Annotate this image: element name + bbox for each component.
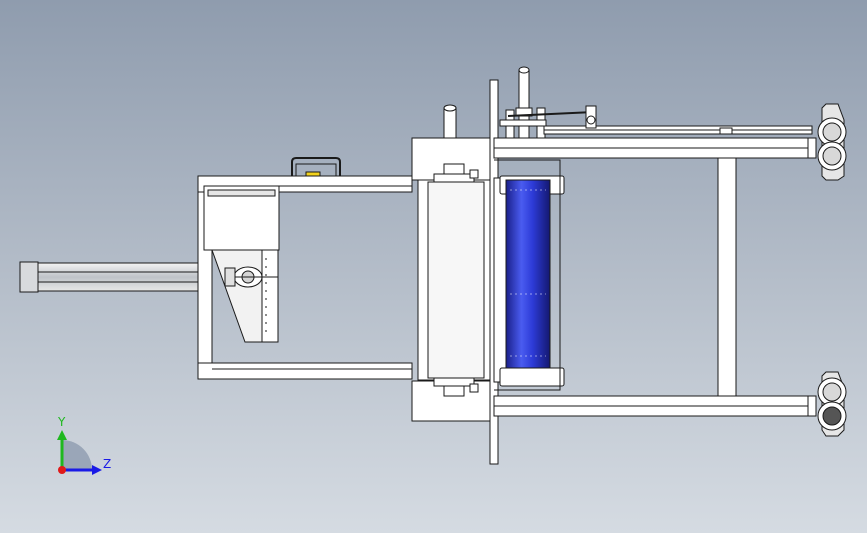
origin-point <box>58 466 66 474</box>
z-axis-label: Z <box>103 457 111 471</box>
y-axis-label: Y <box>57 415 66 429</box>
top-wheels[interactable] <box>817 103 847 181</box>
bottom-wheels[interactable] <box>817 371 847 437</box>
blade-assembly[interactable] <box>211 249 279 343</box>
linkage-arm[interactable] <box>499 105 597 129</box>
cylinder-rod[interactable] <box>19 261 199 293</box>
left-frame[interactable] <box>197 175 413 380</box>
triad-quadrant <box>62 440 92 470</box>
handle[interactable] <box>291 157 341 177</box>
feed-block[interactable] <box>411 137 495 422</box>
coordinate-triad: Y Z <box>57 415 111 475</box>
blue-roller[interactable] <box>494 159 565 391</box>
right-frame[interactable] <box>493 125 817 417</box>
motor-box <box>203 185 280 251</box>
